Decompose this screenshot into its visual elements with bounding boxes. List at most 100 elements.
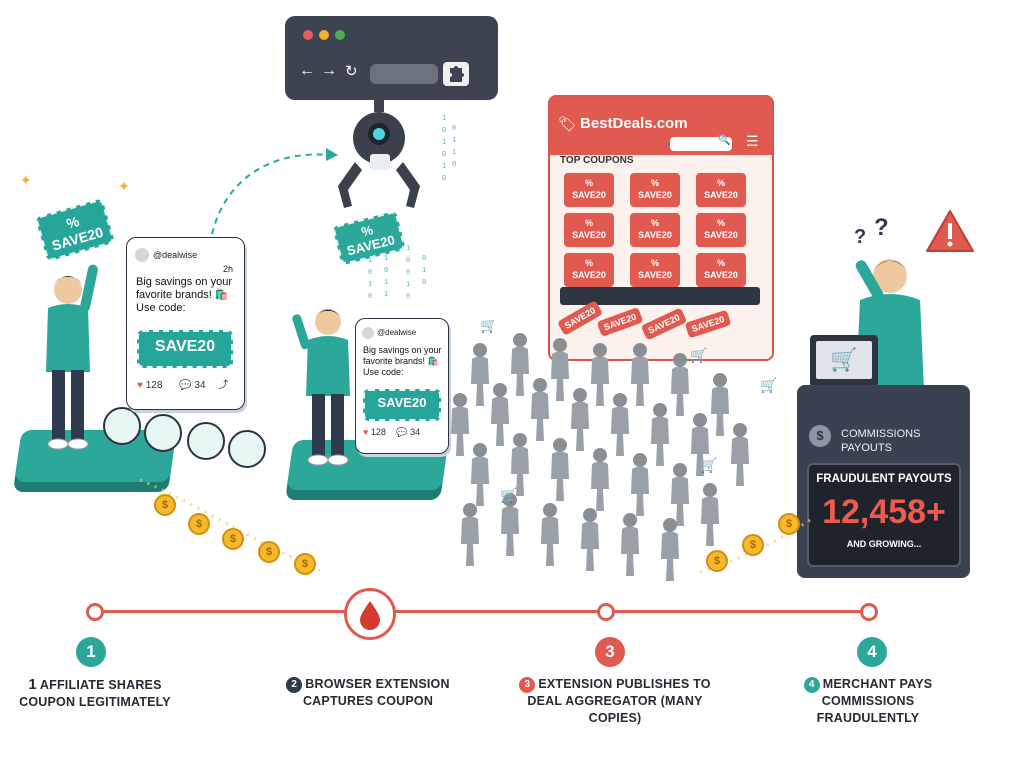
listed-coupon: %SAVE20 — [696, 253, 746, 287]
affiliate-coupon-tag: % SAVE20 — [35, 198, 115, 262]
post-coupon-code: SAVE20 — [363, 389, 441, 421]
back-arrow-icon: ← — [299, 62, 315, 79]
dollar-coin-icon: $ — [294, 553, 316, 575]
crowd-person — [541, 503, 559, 566]
post-text: Big savings on your favorite brands! 🛍️ … — [363, 345, 442, 377]
listed-coupon: %SAVE20 — [630, 253, 680, 287]
close-dot-icon — [303, 30, 313, 40]
share-icon: ⤴ — [218, 380, 229, 391]
svg-text:1: 1 — [422, 267, 426, 275]
svg-text:0: 0 — [368, 269, 372, 277]
svg-text:1: 1 — [452, 149, 456, 157]
blood-drop-icon — [344, 588, 396, 640]
post-handle: @dealwise — [153, 250, 198, 260]
step-1-badge: 1 — [76, 637, 106, 667]
heart-icon: ♥ — [363, 427, 369, 437]
menu-icon: ☰ — [746, 133, 759, 149]
follower-avatar — [228, 430, 266, 468]
top-coupons-heading: TOP COUPONS — [560, 155, 634, 166]
price-tag-icon: 🏷 — [558, 116, 578, 133]
pos-monitor: 🛒 — [810, 335, 878, 387]
svg-text:0: 0 — [406, 257, 410, 265]
follower-avatar — [187, 422, 225, 460]
crowd-person — [581, 508, 599, 571]
shopping-cart-icon: 🛒 — [690, 347, 707, 364]
post-stats: ♥ 128 💬 34 ⤴ — [137, 380, 229, 391]
payout-screen-subtitle: AND GROWING... — [846, 539, 922, 549]
comment-icon: 💬 — [396, 427, 408, 437]
forward-arrow-icon: → — [321, 62, 337, 79]
warning-icon — [926, 210, 974, 252]
crowd-person — [651, 403, 669, 466]
svg-text:1: 1 — [452, 137, 456, 145]
post-coupon-code: SAVE20 — [137, 330, 233, 368]
avatar — [362, 327, 374, 339]
crowd-person — [591, 448, 609, 511]
crowd-person — [501, 493, 519, 556]
social-post-card: @dealwise 2h Big savings on your favorit… — [126, 237, 245, 410]
svg-text:0: 0 — [422, 279, 426, 287]
crowd-person — [671, 353, 689, 416]
follower-avatar — [103, 407, 141, 445]
svg-text:1: 1 — [442, 115, 446, 123]
listed-coupon: %SAVE20 — [630, 173, 680, 207]
listed-coupon: %SAVE20 — [696, 213, 746, 247]
heart-icon: ♥ — [137, 380, 143, 391]
shopping-cart-icon: 🛒 — [760, 377, 777, 394]
listed-coupon: %SAVE20 — [564, 173, 614, 207]
svg-text:1: 1 — [368, 281, 372, 289]
svg-text:1: 1 — [384, 255, 388, 263]
shopping-cart-icon: 🛒 — [700, 457, 717, 474]
dollar-coin-icon: $ — [706, 550, 728, 572]
dollar-coin-icon: $ — [258, 541, 280, 563]
crowd-person — [631, 343, 649, 406]
crowd-person — [671, 463, 689, 526]
post-time: 2h — [223, 264, 234, 274]
affiliate-person — [46, 264, 98, 450]
follower-avatar — [144, 414, 182, 452]
dashed-capture-arrow — [209, 148, 338, 246]
listed-coupon: %SAVE20 — [696, 173, 746, 207]
sparkle-icon: ✦ — [118, 178, 130, 194]
shopping-cart-icon: 🛒 — [816, 341, 872, 379]
crowd-person — [511, 433, 529, 496]
step-3-badge: 3 — [595, 637, 625, 667]
sparkle-icon: ✦ — [20, 172, 32, 188]
svg-text:0: 0 — [442, 151, 446, 159]
listed-coupon: %SAVE20 — [564, 213, 614, 247]
payout-count: 12,458+ — [822, 493, 946, 531]
robot-claw-icon — [338, 98, 420, 208]
post-handle: @dealwise — [377, 328, 417, 337]
site-search-bar — [670, 137, 732, 151]
crowd-person — [661, 518, 679, 581]
cash-register: $ COMMISSIONS PAYOUTS FRAUDULENT PAYOUTS… — [797, 385, 970, 578]
svg-text:1: 1 — [368, 257, 372, 265]
svg-text:0: 0 — [452, 161, 456, 169]
crowd-person — [571, 388, 589, 451]
site-title: BestDeals.com — [580, 115, 688, 132]
crowd-person — [451, 393, 469, 456]
svg-text:0: 0 — [406, 269, 410, 277]
crowd-of-shoppers: 🛒🛒🛒🛒🛒 — [451, 320, 777, 581]
svg-text:0: 0 — [368, 293, 372, 301]
crowd-person — [461, 503, 479, 566]
crowd-person — [731, 423, 749, 486]
crowd-person — [631, 453, 649, 516]
timeline-dot — [86, 603, 104, 621]
shopping-cart-icon: 🛒 — [500, 487, 517, 504]
address-bar — [370, 64, 438, 84]
question-mark-icon: ? — [854, 226, 867, 248]
timeline-line — [92, 610, 872, 613]
crowd-person — [471, 443, 489, 506]
payout-screen-title: FRAUDULENT PAYOUTS — [816, 473, 952, 485]
step-4-badge: 4 — [857, 637, 887, 667]
timeline-dot — [597, 603, 615, 621]
avatar — [135, 248, 149, 262]
svg-text:0: 0 — [384, 267, 388, 275]
crowd-person — [711, 373, 729, 436]
social-post-card: @dealwise Big savings on your favorite b… — [355, 318, 449, 454]
